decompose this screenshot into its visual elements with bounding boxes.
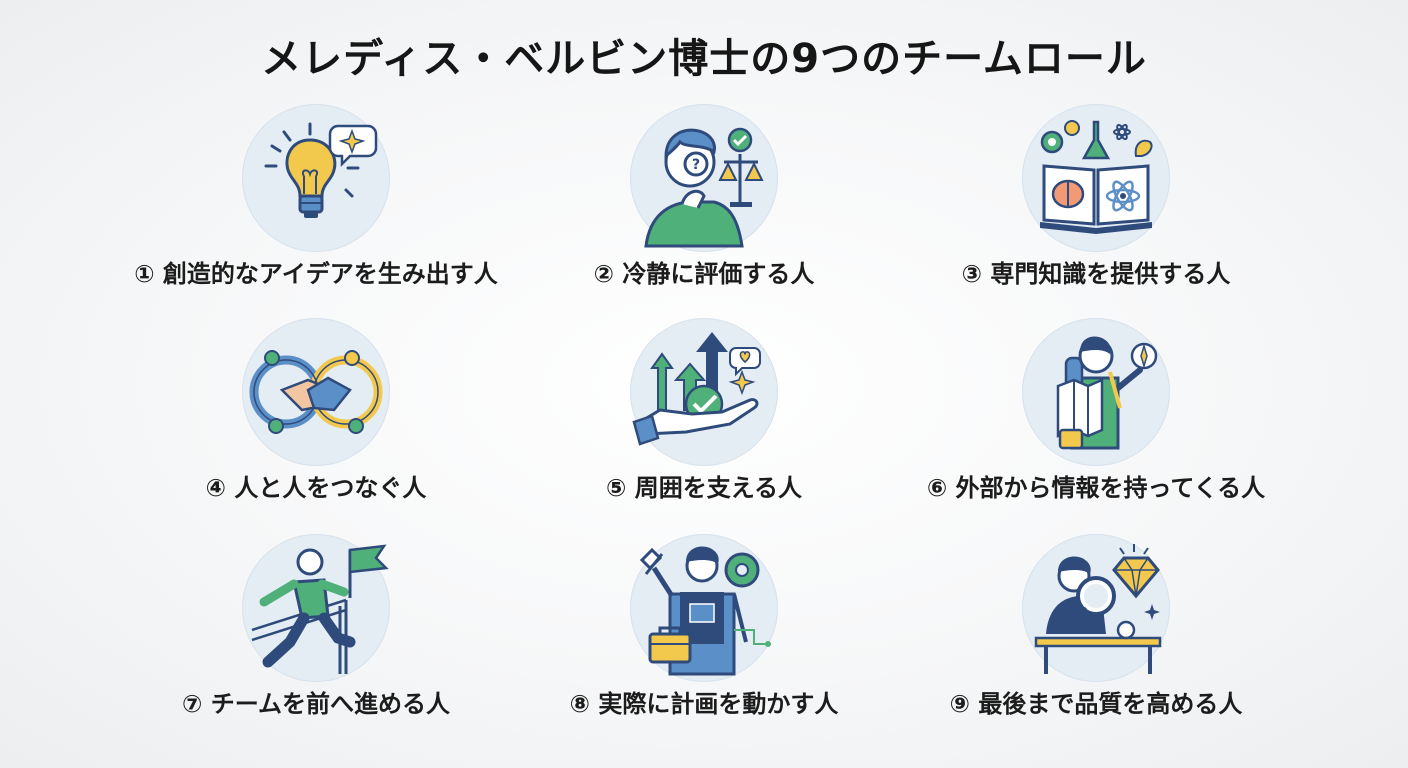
explorer-map-icon [1022,318,1170,466]
supporting-hand-icon [630,318,778,466]
role-card-9: ⑨ 最後まで品質を高める人 [876,534,1316,734]
role-label-7: ⑦ チームを前へ進める人 [182,690,450,718]
role-label-5: ⑤ 周囲を支える人 [606,474,802,502]
role-label-2: ② 冷静に評価する人 [593,260,815,288]
handshake-network-icon [242,318,390,466]
page-title: メレディス・ベルビン博士の9つのチームロール [261,36,1147,82]
role-label-3: ③ 専門知識を提供する人 [961,260,1231,288]
role-label-9: ⑨ 最後まで品質を高める人 [949,690,1243,718]
role-card-5: ⑤ 周囲を支える人 [484,318,924,518]
magnifier-diamond-icon [1022,534,1170,682]
role-card-6: ⑥ 外部から情報を持ってくる人 [876,318,1316,518]
lightbulb-idea-icon [242,104,390,252]
role-card-3: ③ 専門知識を提供する人 [876,104,1316,304]
role-card-8: ⑧ 実際に計画を動かす人 [484,534,924,734]
role-card-1: ① 創造的なアイデアを生み出す人 [96,104,536,304]
role-label-6: ⑥ 外部から情報を持ってくる人 [926,474,1266,502]
role-label-4: ④ 人と人をつなぐ人 [205,474,427,502]
role-label-1: ① 創造的なアイデアを生み出す人 [134,260,498,288]
svg-text:?: ? [692,157,700,173]
role-card-7: ⑦ チームを前へ進める人 [96,534,536,734]
worker-tools-icon [630,534,778,682]
role-card-4: ④ 人と人をつなぐ人 [96,318,536,518]
thinker-scales-icon: ? [630,104,778,252]
role-label-8: ⑧ 実際に計画を動かす人 [569,690,839,718]
runner-flag-icon [242,534,390,682]
role-card-2: ? ② 冷静に評価する人 [484,104,924,304]
open-book-science-icon [1022,104,1170,252]
